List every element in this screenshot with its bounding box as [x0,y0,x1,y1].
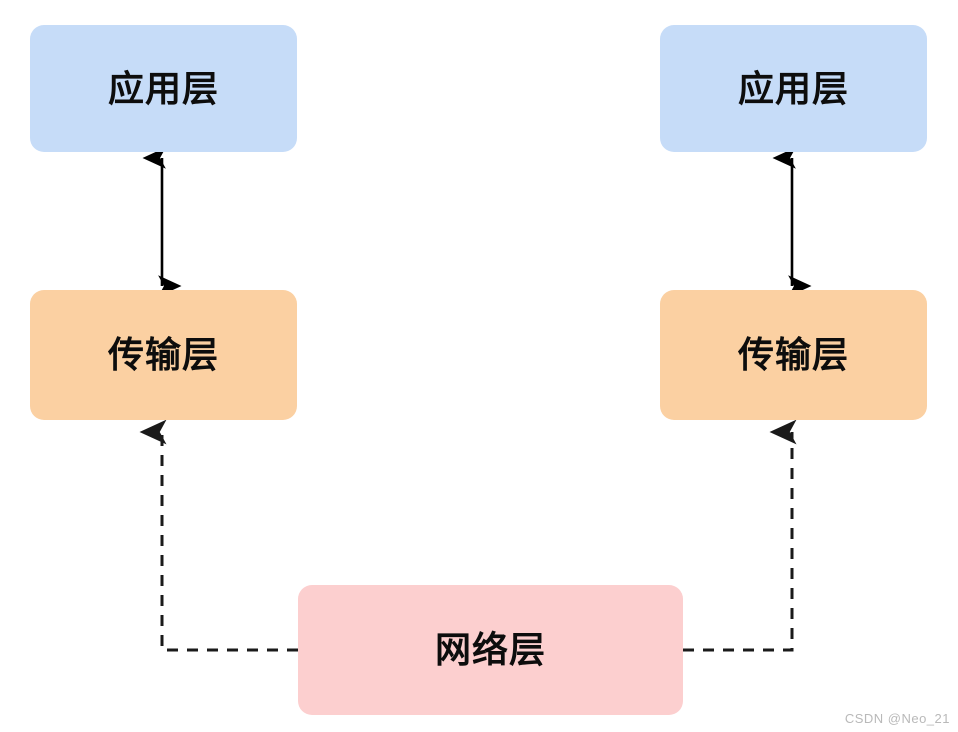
node-application-layer-left[interactable]: 应用层 [30,25,297,152]
watermark-text: CSDN @Neo_21 [844,711,950,726]
connector-network-transport-left [139,419,298,652]
node-transport-layer-right[interactable]: 传输层 [660,290,927,420]
node-network-layer[interactable]: 网络层 [298,585,683,715]
connector-network-transport-right [683,419,797,652]
node-application-layer-right[interactable]: 应用层 [660,25,927,152]
node-transport-layer-left[interactable]: 传输层 [30,290,297,420]
